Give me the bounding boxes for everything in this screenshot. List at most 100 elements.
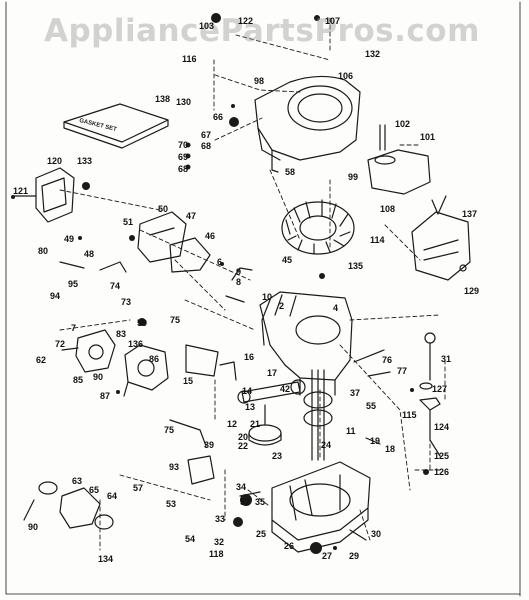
muffler-101 (367, 124, 431, 195)
part-label-130: 130 (176, 97, 192, 107)
part-label-65: 65 (89, 485, 100, 495)
part-label-125: 125 (434, 451, 450, 461)
part-label-66: 66 (213, 112, 224, 122)
part-label-37: 37 (350, 388, 361, 398)
part-label-25: 25 (256, 529, 267, 539)
part-label-33: 33 (215, 514, 226, 524)
part-label-23: 23 (272, 451, 283, 461)
air-cleaner-120 (13, 167, 75, 223)
part-label-75b: 75 (164, 425, 175, 435)
part-label-14: 14 (242, 386, 253, 396)
part-label-77: 77 (397, 366, 408, 376)
dipstick-31 (419, 332, 441, 457)
crankshaft-11 (303, 369, 333, 461)
part-label-72: 72 (55, 339, 66, 349)
sump-base-25 (271, 461, 371, 553)
control-bracket-137 (411, 195, 471, 281)
part-label-134: 134 (98, 554, 114, 564)
part-label-118: 118 (209, 549, 224, 559)
part-label-133: 133 (77, 156, 93, 166)
part-label-11: 11 (346, 426, 356, 436)
intake-assembly-47 (137, 211, 211, 273)
part-label-94: 94 (50, 291, 61, 301)
part-label-116: 116 (182, 54, 197, 64)
part-label-63: 63 (72, 476, 83, 486)
part-label-30: 30 (371, 529, 382, 539)
part-label-15: 15 (183, 376, 194, 386)
engine-block (259, 291, 353, 396)
part-label-49: 49 (64, 234, 75, 244)
part-label-24: 24 (321, 440, 332, 450)
part-label-127: 127 (432, 384, 448, 394)
blower-housing-98 (254, 75, 361, 173)
part-label-9: 9 (236, 267, 242, 277)
part-label-16: 16 (244, 352, 255, 362)
part-label-8: 8 (236, 277, 242, 287)
part-label-51: 51 (123, 217, 134, 227)
part-label-46: 46 (205, 231, 216, 241)
part-label-83: 83 (116, 329, 127, 339)
part-label-26: 26 (284, 541, 295, 551)
camshaft-gear-22 (248, 404, 282, 446)
part-label-57: 57 (133, 483, 144, 493)
part-label-124: 124 (434, 422, 450, 432)
part-label-45: 45 (282, 255, 293, 265)
part-label-95: 95 (68, 279, 79, 289)
part-label-2: 2 (279, 301, 285, 311)
part-label-64: 64 (107, 491, 118, 501)
part-label-31: 31 (441, 354, 452, 364)
part-label-120: 120 (47, 156, 63, 166)
connecting-rod-14 (237, 379, 306, 404)
part-label-106: 106 (338, 71, 354, 81)
part-label-22: 22 (238, 441, 249, 451)
part-label-107: 107 (325, 16, 341, 26)
part-label-47: 47 (186, 211, 197, 221)
part-label-68a: 68 (201, 141, 212, 151)
part-label-99: 99 (348, 172, 359, 182)
part-label-59: 59 (137, 318, 148, 328)
part-label-34: 34 (236, 482, 247, 492)
part-label-102: 102 (395, 119, 411, 129)
part-label-52: 52 (240, 497, 251, 507)
part-label-135: 135 (348, 261, 364, 271)
part-label-19: 19 (370, 436, 381, 446)
frame-border (5, 1, 521, 597)
part-label-121: 121 (13, 186, 29, 196)
part-label-62: 62 (36, 355, 47, 365)
part-label-13: 13 (245, 402, 256, 412)
part-label-29: 29 (349, 551, 360, 561)
part-label-10: 10 (262, 292, 273, 302)
part-label-115: 115 (402, 410, 417, 420)
flywheel-135 (281, 199, 355, 255)
part-label-48: 48 (84, 249, 95, 259)
part-label-12: 12 (227, 419, 238, 429)
part-label-80: 80 (38, 246, 49, 256)
dashed-leader-lines (59, 17, 446, 551)
part-label-126: 126 (434, 467, 450, 477)
part-label-138b: 136 (128, 339, 144, 349)
part-label-98: 98 (254, 76, 265, 86)
part-label-17: 17 (267, 368, 278, 378)
part-label-21: 21 (250, 419, 261, 429)
part-label-50: 50 (158, 204, 169, 214)
part-label-103: 103 (199, 21, 215, 31)
part-label-67: 67 (201, 130, 212, 140)
part-label-74: 74 (110, 281, 121, 291)
part-label-7: 7 (71, 323, 77, 333)
part-label-53: 53 (166, 499, 177, 509)
fuel-pump (61, 329, 116, 373)
part-label-101: 101 (420, 132, 436, 142)
part-label-86: 86 (149, 354, 160, 364)
part-label-35: 35 (255, 497, 266, 507)
part-label-132: 132 (365, 49, 381, 59)
starter-assembly-64 (23, 481, 114, 530)
part-label-39: 39 (204, 440, 215, 450)
part-label-27: 27 (322, 551, 333, 561)
part-label-42: 42 (280, 384, 291, 394)
gasket-set-138 (63, 103, 169, 149)
part-label-70: 70 (178, 140, 189, 150)
part-label-18: 18 (385, 444, 396, 454)
part-label-69: 69 (178, 152, 189, 162)
part-label-129: 129 (464, 286, 480, 296)
